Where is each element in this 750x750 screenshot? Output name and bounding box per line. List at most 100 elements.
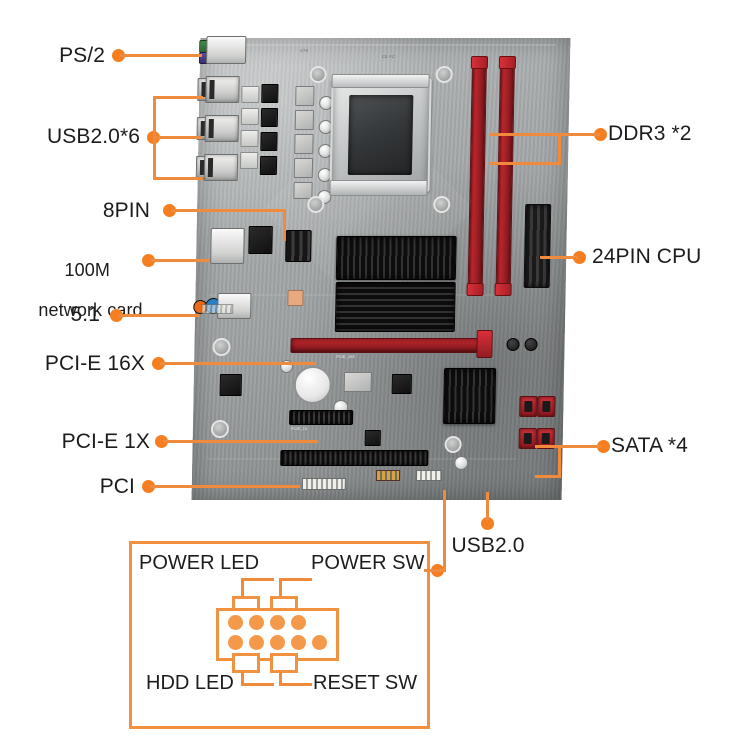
fp-pointer-power-led-v bbox=[241, 578, 244, 604]
callout-label-audio51: 5.1 bbox=[70, 303, 100, 326]
leader-line-24pin bbox=[540, 256, 578, 259]
callout-label-nic-line1: 100M bbox=[64, 260, 110, 281]
leader-line-sata4-stem bbox=[560, 445, 602, 448]
fp-pin bbox=[249, 635, 264, 650]
leader-line-audio51 bbox=[118, 314, 200, 317]
io-shield-block bbox=[205, 36, 247, 64]
callout-label-24pin: 24PIN CPU bbox=[592, 245, 702, 268]
callout-dot-pcie16x bbox=[152, 357, 165, 370]
vrm-choke bbox=[295, 86, 315, 106]
usb-port-stack-2 bbox=[204, 115, 239, 142]
leader-line-usb6-stem bbox=[155, 136, 202, 139]
leader-line-usb6-arm3 bbox=[153, 177, 203, 180]
fp-pin bbox=[291, 635, 306, 650]
fp-pointer-power-sw-v bbox=[279, 578, 282, 604]
fp-pointer-reset-sw-h bbox=[279, 683, 312, 686]
vrm-mosfet bbox=[240, 130, 259, 147]
socket-retention-top bbox=[331, 74, 430, 88]
leader-line-ddr3-arm2 bbox=[490, 162, 560, 165]
atx-24pin-power-connector bbox=[523, 204, 552, 288]
rj45-network-port bbox=[210, 228, 245, 264]
front-panel-header bbox=[415, 470, 443, 481]
leader-line-pcie16x bbox=[160, 362, 315, 365]
callout-dot-pcie1x bbox=[155, 435, 168, 448]
vrm-mosfet bbox=[239, 152, 259, 169]
callout-label-8pin: 8PIN bbox=[102, 199, 150, 222]
leader-bracket-usb6 bbox=[153, 96, 156, 180]
front-panel-label-power-sw: POWER SW bbox=[311, 552, 425, 574]
callout-label-usb6: USB2.0*6 bbox=[46, 125, 140, 148]
fp-pin bbox=[249, 615, 264, 630]
pcb-trace bbox=[214, 44, 557, 46]
callout-dot-8pin bbox=[163, 204, 176, 217]
lan-controller-ic bbox=[248, 226, 273, 254]
fp-pin bbox=[291, 615, 306, 630]
callout-dot-24pin bbox=[573, 251, 586, 264]
fp-pin bbox=[312, 635, 327, 650]
leader-line-sata4-arm1 bbox=[535, 445, 561, 448]
fp-pointer-power-led-h bbox=[241, 578, 274, 581]
callout-label-pcie16x: PCI-E 16X bbox=[44, 352, 145, 375]
pci-slot bbox=[280, 450, 429, 466]
pcie-1x-slot bbox=[289, 410, 354, 425]
callout-label-usb20: USB2.0 bbox=[451, 534, 525, 557]
fp-pin bbox=[228, 615, 243, 630]
audio-codec-ic bbox=[287, 290, 304, 306]
fp-pin bbox=[270, 635, 285, 650]
callout-label-pci: PCI bbox=[99, 475, 135, 498]
vrm-driver-ic bbox=[261, 84, 279, 103]
callout-dot-usb20 bbox=[481, 517, 494, 530]
vrm-mosfet bbox=[240, 108, 260, 125]
leader-line-sata4-arm2 bbox=[535, 475, 561, 478]
leader-line-front-panel-h bbox=[424, 569, 446, 572]
io-controller-ic bbox=[391, 374, 412, 394]
fp-connector-tab-bottom-left bbox=[232, 653, 260, 673]
eps-8pin-power-connector bbox=[285, 230, 312, 262]
callout-dot-pci bbox=[142, 480, 155, 493]
fp-connector-tab-bottom-right bbox=[270, 653, 298, 673]
vrm-choke bbox=[294, 110, 315, 130]
front-panel-label-hdd-led: HDD LED bbox=[146, 672, 234, 694]
usb-port-stack-3 bbox=[203, 154, 239, 181]
pcie-16x-retention-clip bbox=[476, 330, 493, 358]
callout-dot-audio51 bbox=[110, 309, 123, 322]
leader-line-ddr3-arm1 bbox=[490, 133, 560, 136]
leader-line-8pin-drop bbox=[283, 209, 286, 241]
leader-line-ddr3-stem bbox=[560, 133, 600, 136]
aux-header bbox=[201, 304, 234, 314]
callout-dot-sata4 bbox=[597, 440, 610, 453]
leader-line-pcie1x bbox=[163, 440, 318, 443]
vrm-mosfet bbox=[241, 86, 260, 103]
logic-ic bbox=[219, 374, 242, 396]
callout-dot-nic bbox=[142, 254, 155, 267]
front-panel-label-reset-sw: RESET SW bbox=[313, 672, 418, 694]
leader-line-ps2 bbox=[120, 54, 202, 57]
callout-label-sata4: SATA *4 bbox=[611, 434, 688, 457]
pcie-16x-slot bbox=[290, 338, 485, 353]
leader-line-usb6-arm1 bbox=[153, 96, 203, 99]
fp-pointer-power-sw-h bbox=[279, 578, 312, 581]
callout-label-pcie1x: PCI-E 1X bbox=[61, 430, 150, 453]
vrm-driver-ic bbox=[259, 156, 278, 175]
socket-retention-lever bbox=[329, 180, 428, 196]
front-panel-label-power-led: POWER LED bbox=[139, 552, 260, 574]
vrm-heatsink bbox=[335, 236, 457, 280]
vrm-driver-ic bbox=[260, 108, 279, 127]
vrm-choke bbox=[293, 158, 314, 178]
cpu-socket bbox=[329, 78, 432, 192]
fp-pointer-hdd-led-h bbox=[241, 683, 274, 686]
leader-line-pci bbox=[150, 485, 300, 488]
vrm-driver-ic bbox=[260, 132, 278, 151]
panel-header bbox=[301, 478, 346, 490]
leader-line-front-panel-v bbox=[443, 490, 446, 572]
leader-line-8pin bbox=[171, 209, 285, 212]
callout-dot-ddr3 bbox=[594, 128, 607, 141]
leader-line-nic bbox=[150, 259, 210, 262]
logic-ic bbox=[364, 430, 381, 446]
usb-port-stack-1 bbox=[205, 76, 240, 103]
vrm-choke bbox=[294, 134, 314, 154]
usb20-front-header bbox=[375, 470, 401, 481]
northbridge-heatsink bbox=[334, 282, 456, 332]
sata-port-2 bbox=[537, 396, 556, 417]
